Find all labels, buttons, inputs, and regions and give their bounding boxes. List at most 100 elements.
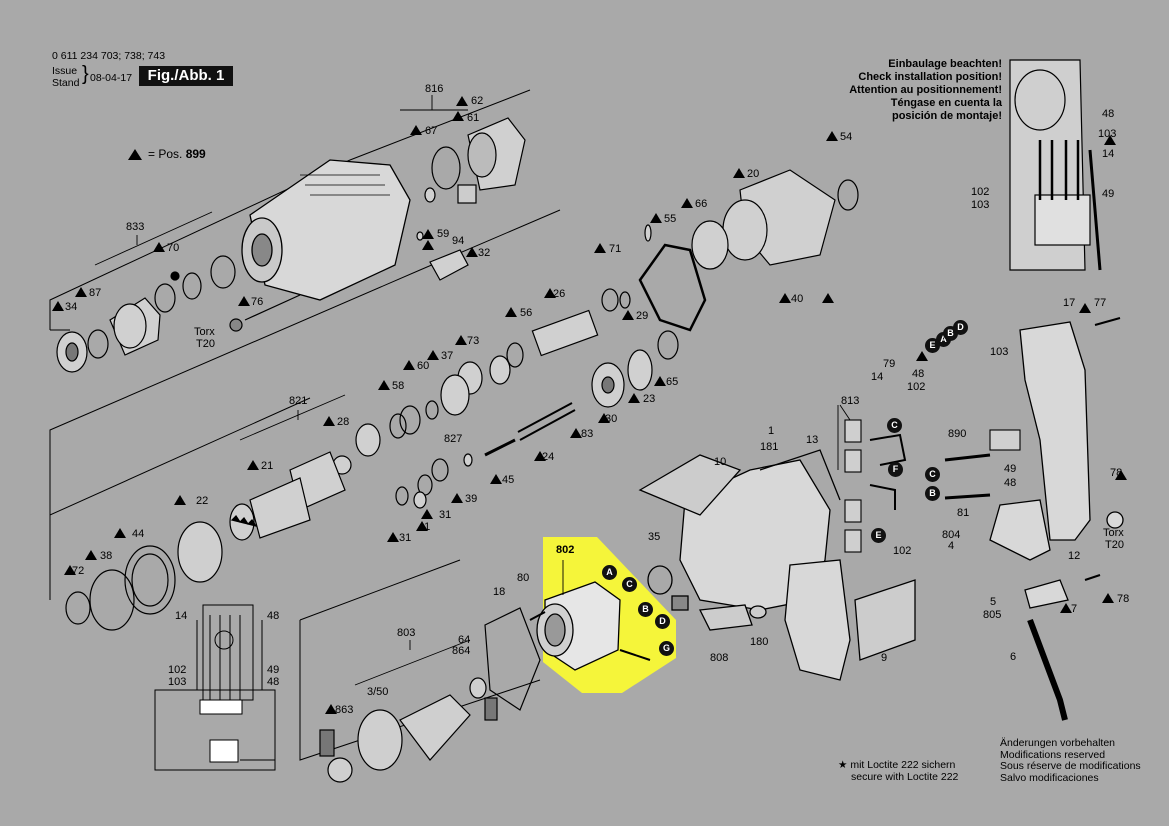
part-label: 31	[439, 509, 452, 521]
part-label: 803	[397, 627, 416, 639]
part-label: 48	[267, 610, 280, 622]
part-label: 22	[196, 495, 209, 507]
legend: = Pos. 899	[148, 147, 206, 162]
changes-line: Sous réserve de modifications	[1000, 760, 1141, 772]
part-label: 3/50	[367, 686, 389, 698]
wiring-schematic-left	[154, 604, 276, 771]
changes-line: Änderungen vorbehalten	[1000, 737, 1116, 749]
armature-drawing	[319, 607, 541, 783]
chuck-parts	[56, 255, 301, 373]
part-label: T20	[196, 338, 215, 350]
part-label: 66	[695, 198, 708, 210]
part-label: 802	[556, 544, 575, 556]
loctite-line: ★ mit Loctite 222 sichern	[838, 759, 958, 772]
part-label: 81	[957, 507, 970, 519]
part-label: 813	[841, 395, 860, 407]
wire-letter-c: C	[925, 467, 940, 482]
part-label: 6	[1010, 651, 1017, 663]
part-label: 805	[983, 609, 1002, 621]
wire-letter-b: B	[925, 486, 940, 501]
part-label: 864	[452, 645, 471, 657]
part-label: 20	[747, 168, 760, 180]
wire-letter-d: D	[655, 614, 670, 629]
part-label: 181	[760, 441, 779, 453]
part-label: 863	[335, 704, 354, 716]
part-label: 54	[840, 131, 853, 143]
handle-drawing	[989, 317, 1124, 721]
part-label: 59	[437, 228, 450, 240]
part-label: 48	[267, 676, 280, 688]
part-label: 102	[907, 381, 926, 393]
part-label: 76	[251, 296, 264, 308]
part-label: 48	[1102, 108, 1115, 120]
middle-parts	[229, 288, 679, 541]
changes-line: Modifications reserved	[1000, 748, 1106, 761]
part-label: 12	[1068, 550, 1081, 562]
wire-letter-b: B	[638, 602, 653, 617]
upper-parts	[416, 117, 859, 332]
wire-letter-e: E	[925, 338, 940, 353]
part-label: 49	[1004, 463, 1017, 475]
wire-letter-a: A	[602, 565, 617, 580]
wire-letter-b: B	[943, 326, 958, 341]
part-label: 48	[1004, 477, 1017, 489]
changes-note: Änderungen vorbehalten Modifications res…	[1000, 737, 1141, 784]
part-label: Torx	[1103, 527, 1124, 539]
part-label: 14	[871, 371, 884, 383]
wire-letter-g: G	[659, 641, 674, 656]
part-label: 24	[542, 451, 555, 463]
part-label: 87	[89, 287, 102, 299]
part-label: 72	[72, 565, 85, 577]
part-label: 56	[520, 307, 533, 319]
loctite-text: mit Loctite 222 sichern	[850, 759, 956, 771]
part-label: 10	[714, 456, 727, 468]
legend-position: 899	[185, 147, 206, 161]
wire-letter-f: F	[888, 462, 903, 477]
part-label: 48	[912, 368, 925, 380]
part-label: 61	[467, 112, 480, 124]
part-label: 40	[791, 293, 804, 305]
brush-holders	[844, 419, 1021, 553]
wire-letter-c: C	[887, 418, 902, 433]
wiring-schematic-right	[1009, 59, 1102, 271]
part-label: 39	[465, 493, 478, 505]
part-label: 65	[666, 376, 679, 388]
part-label: 102	[893, 545, 912, 557]
figure-label: Fig./Abb. 1	[139, 66, 233, 86]
legend-prefix: = Pos.	[148, 147, 183, 161]
issue-label: Issue Stand	[52, 65, 80, 89]
part-label: 103	[168, 676, 187, 688]
issue-text: Issue Stand	[52, 65, 80, 89]
part-label: 816	[425, 83, 444, 95]
part-label: 58	[392, 380, 405, 392]
part-label: 49	[267, 664, 280, 676]
part-label: 35	[648, 531, 661, 543]
part-label: 14	[175, 610, 188, 622]
install-note-line: Check installation position!	[858, 71, 1002, 83]
part-label: 17	[1063, 297, 1076, 309]
part-label: 41	[418, 521, 431, 533]
part-label: 808	[710, 652, 729, 664]
install-note-line: Attention au positionnement!	[849, 84, 1002, 96]
loctite-line: secure with Loctite 222	[851, 770, 959, 783]
part-label: 7	[1071, 603, 1078, 615]
part-label: 44	[132, 528, 145, 540]
part-label: 102	[971, 186, 990, 198]
part-label: 102	[168, 664, 187, 676]
part-label: 103	[971, 199, 990, 211]
part-label: 28	[337, 416, 350, 428]
changes-line: Salvo modificaciones	[1000, 771, 1099, 784]
part-label: 14	[1102, 148, 1115, 160]
part-label: 804	[942, 529, 961, 541]
part-label: 21	[261, 460, 274, 472]
part-label: 79	[883, 358, 896, 370]
part-label: 180	[750, 636, 769, 648]
part-label: 103	[990, 346, 1009, 358]
part-label: 103	[1098, 128, 1117, 140]
part-label: 73	[467, 335, 480, 347]
gear-housing-drawing	[241, 159, 411, 301]
part-label: 94	[452, 235, 465, 247]
part-numbers: 0 611 234 703; 738; 743	[52, 50, 166, 62]
star-icon: ★	[838, 759, 848, 771]
